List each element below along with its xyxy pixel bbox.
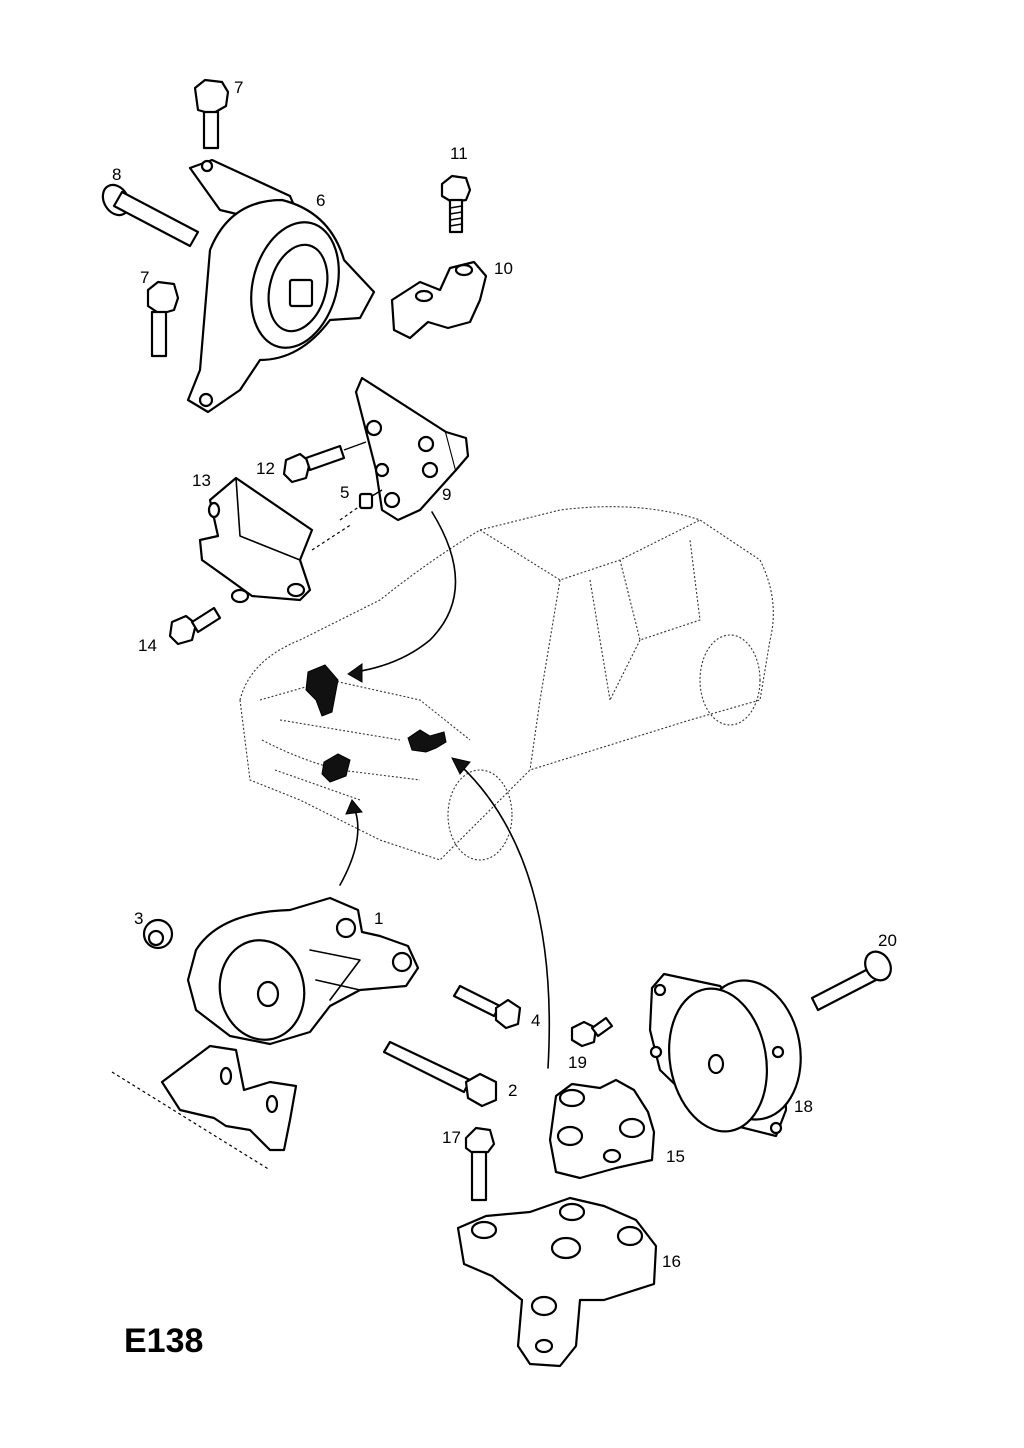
label-8: 8 [112,165,121,184]
label-2: 2 [508,1081,517,1100]
bolt-20-icon [810,950,892,1012]
mount-marker-front [321,753,351,783]
bracket-10-icon [390,260,488,340]
subframe-outline [111,1044,298,1171]
label-11: 11 [450,144,468,163]
bolt-17-icon [464,1126,496,1202]
label-17: 17 [442,1128,461,1147]
label-6: 6 [316,191,325,210]
label-15: 15 [666,1147,685,1166]
grommet-3-icon [142,918,174,950]
label-9: 9 [442,485,451,504]
diagram-code: E138 [124,1322,203,1360]
bolt-8-icon [101,183,200,248]
bracket-16-icon [456,1196,658,1368]
label-18: 18 [794,1097,813,1116]
bolt-12-icon [282,441,367,484]
label-7-top: 7 [234,78,243,97]
label-14: 14 [138,636,157,655]
bolt-11-icon [440,174,472,234]
plate-9-icon [354,376,470,522]
bolt-7-lower-icon [146,280,180,358]
label-16: 16 [662,1252,681,1271]
bolt-4-icon [452,984,522,1030]
damper-18-icon [648,972,802,1138]
bolt-14-icon [168,606,222,646]
label-5: 5 [340,483,349,502]
label-10: 10 [494,259,513,278]
label-12: 12 [256,459,275,478]
bolt-19-icon [570,1016,614,1048]
bracket-15-icon [548,1078,656,1180]
label-1: 1 [374,909,383,928]
label-4: 4 [531,1011,540,1030]
mount-1-icon [186,896,420,1046]
nut-5-icon [358,489,383,510]
mount-marker-right [407,729,447,753]
engine-mount-6-icon [186,158,376,414]
label-13: 13 [192,471,211,490]
label-3: 3 [134,909,143,928]
label-7-lower: 7 [140,268,149,287]
bolt-2-icon [382,1040,498,1108]
label-19: 19 [568,1053,587,1072]
label-20: 20 [878,931,897,950]
mount-marker-top [305,664,339,717]
bolt-7-top-icon [193,78,230,150]
arrows [339,511,551,1069]
bracket-13-icon [198,476,361,604]
car-illustration [239,506,774,861]
